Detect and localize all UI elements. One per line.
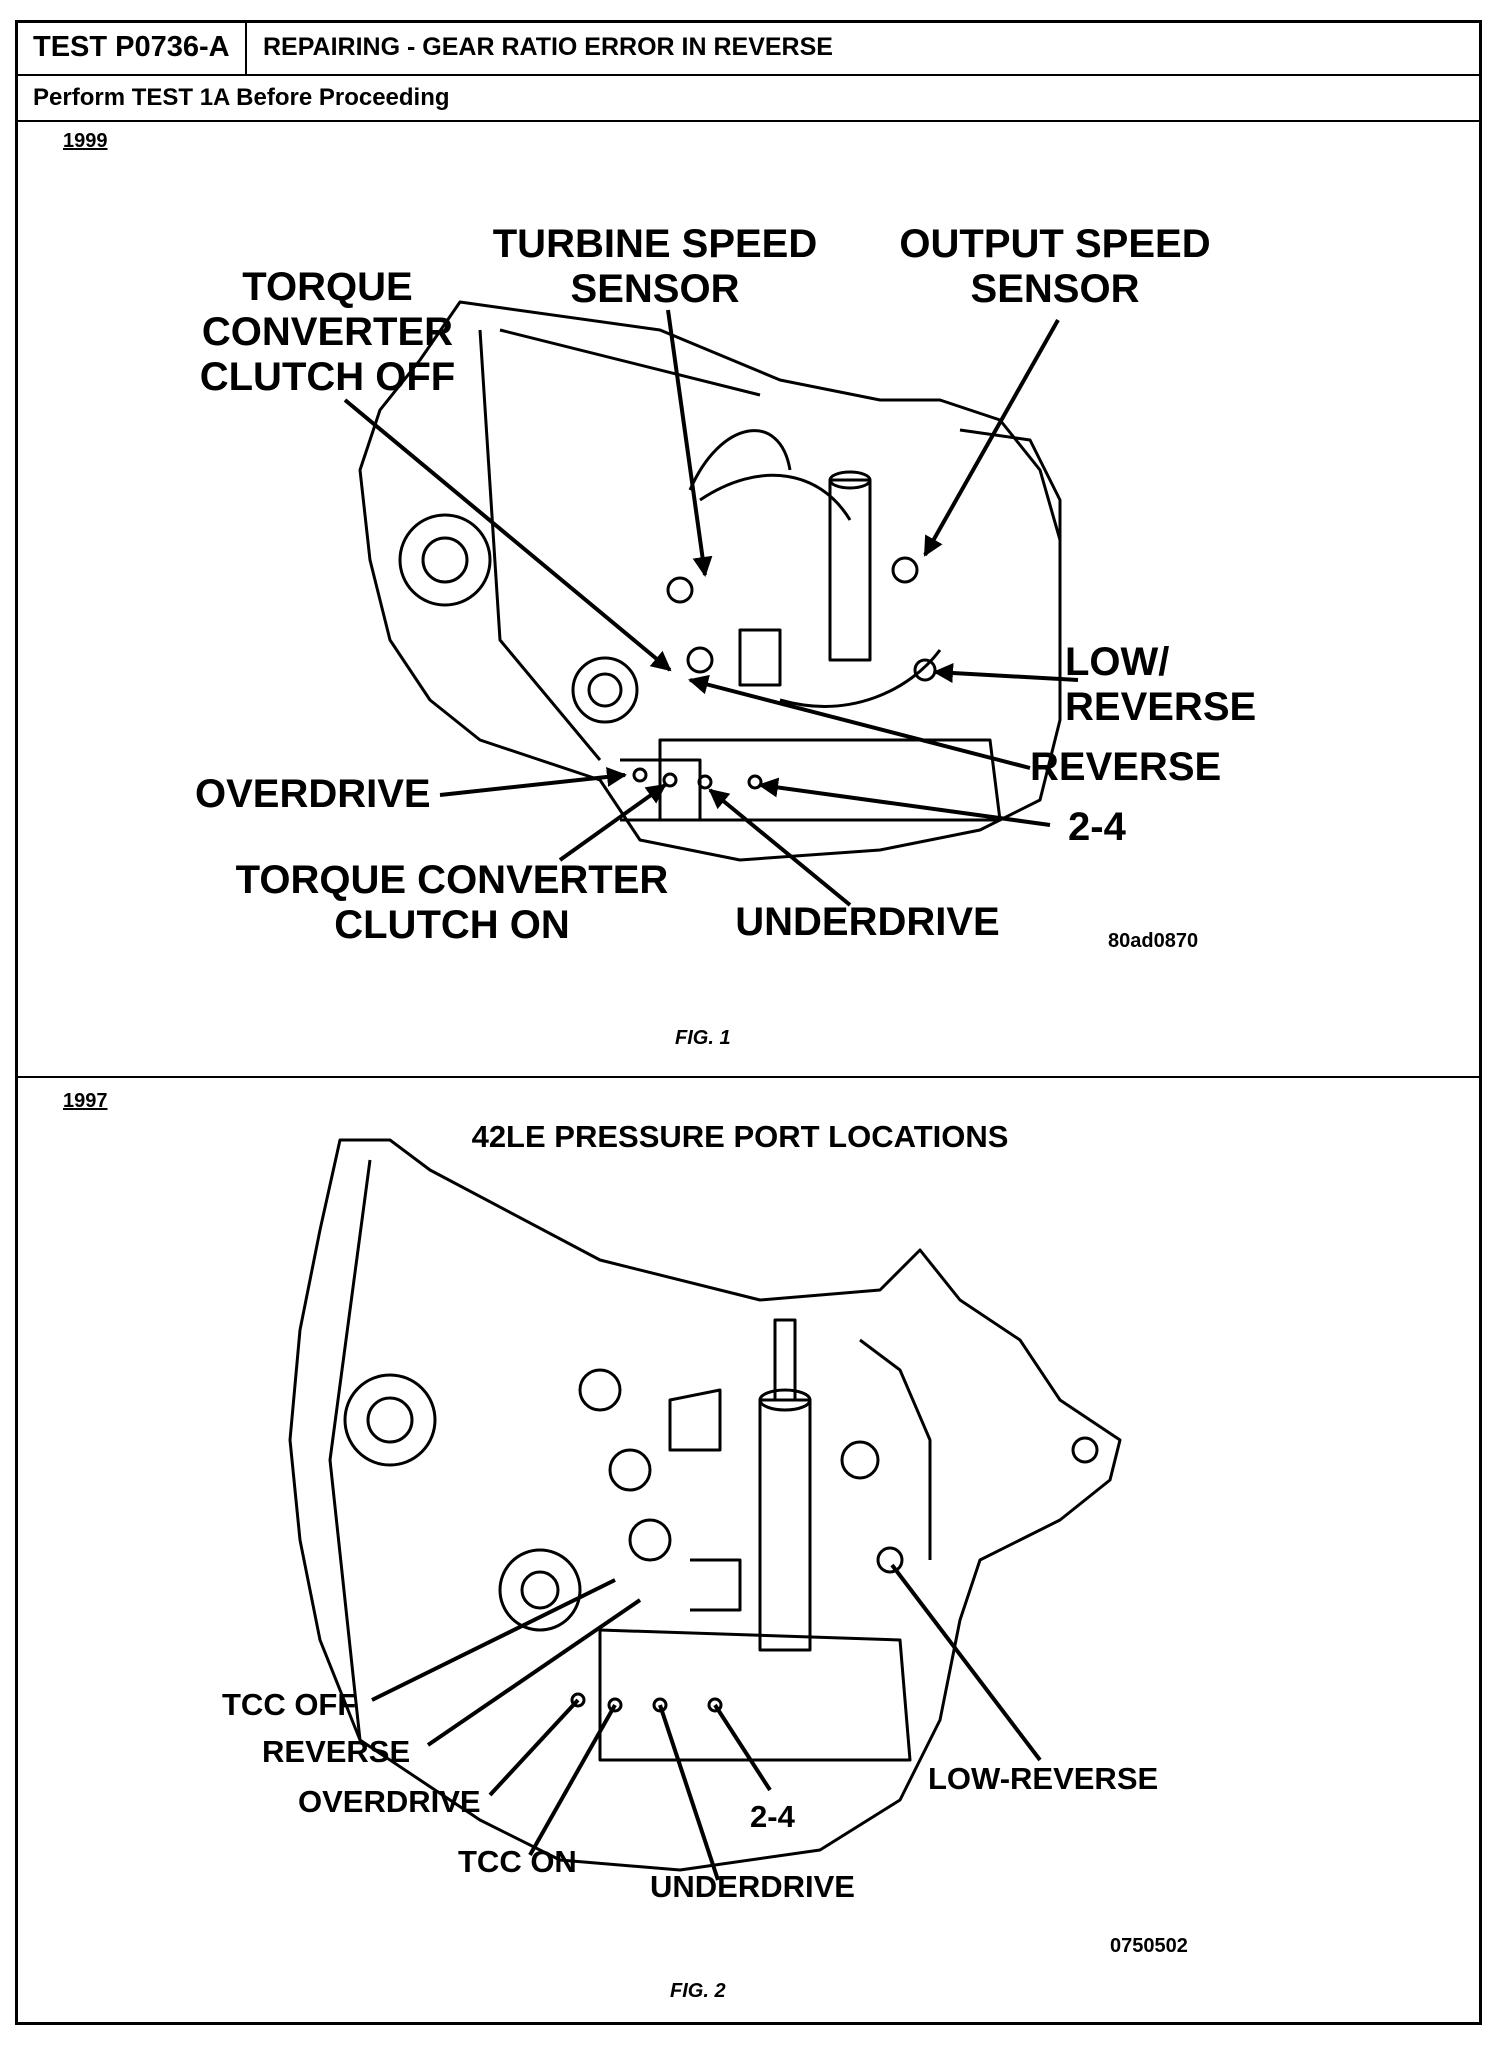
label-underdrive: UNDERDRIVE [735,900,1000,944]
label-overdrive-2: OVERDRIVE [298,1784,481,1819]
label-reverse-2: REVERSE [262,1734,411,1769]
label-overdrive: OVERDRIVE [195,772,431,816]
label-2-4-2: 2-4 [750,1799,795,1834]
page-frame [15,20,1482,2025]
fig1-leader-arrows [343,309,1079,907]
fig1-image-id: 80ad0870 [1108,930,1199,952]
header-row: TEST P0736-A REPAIRING - GEAR RATIO ERRO… [15,20,1482,76]
label-low-reverse: LOW/REVERSE [1065,640,1257,729]
label-reverse: REVERSE [1030,745,1222,789]
test-subtitle: Perform TEST 1A Before Proceeding [15,76,1482,122]
fig1-caption: FIG. 1 [675,1027,731,1049]
test-id: TEST P0736-A [15,20,247,74]
fig2-year: 1997 [63,1090,108,1112]
label-underdrive-2: UNDERDRIVE [650,1869,855,1904]
label-2-4: 2-4 [1068,805,1126,849]
fig1-year: 1999 [63,130,108,152]
fig2-image-id: 0750502 [1110,1935,1188,1957]
fig2-caption: FIG. 2 [670,1980,726,2002]
fig1-transmission-drawing [358,300,1062,862]
fig2-leader-lines [371,1563,1042,1881]
label-low-reverse-2: LOW-REVERSE [928,1761,1159,1796]
label-tcc-on: TCC ON [458,1844,577,1879]
label-tcc-off: TCC OFF [222,1687,357,1722]
fig2-title: 42LE PRESSURE PORT LOCATIONS [471,1119,1009,1154]
figure-divider [15,1076,1482,1078]
test-title: REPAIRING - GEAR RATIO ERROR IN REVERSE [263,33,833,61]
